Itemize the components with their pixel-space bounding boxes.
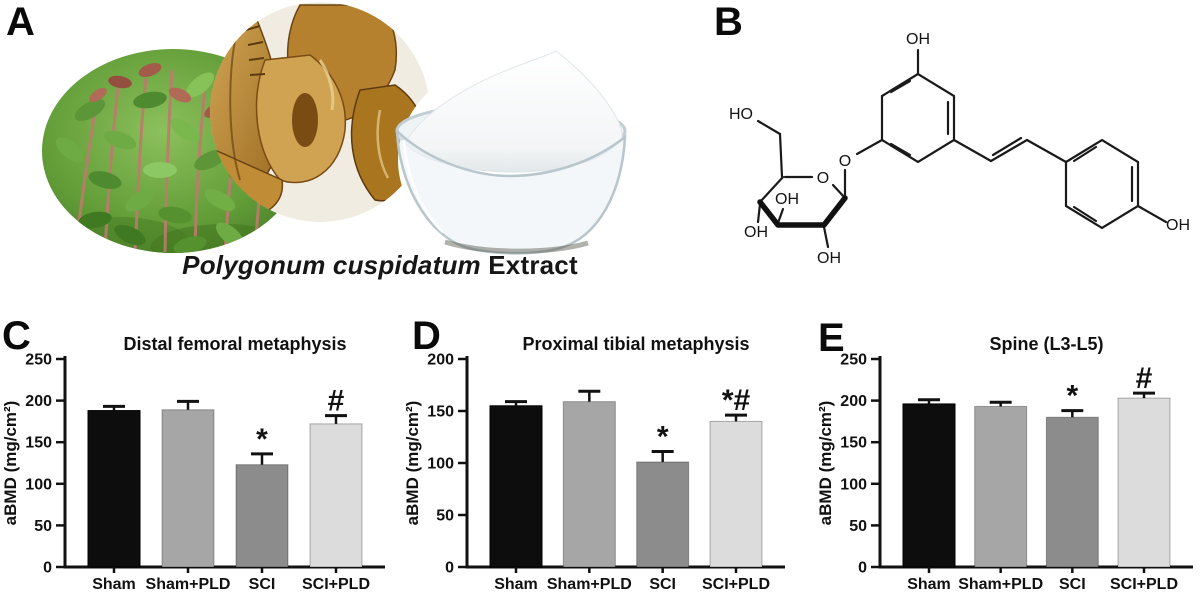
bar-sham xyxy=(902,403,956,568)
atom-labels: OH OH O O HO OH OH OH xyxy=(729,31,1190,267)
panel-label-a: A xyxy=(6,0,35,44)
y-tick-label: 0 xyxy=(858,560,867,577)
y-tick-label: 50 xyxy=(436,508,454,525)
y-tick-label: 200 xyxy=(840,393,867,410)
x-category-label: SCI+PLD xyxy=(702,576,770,593)
y-tick-label: 150 xyxy=(25,435,52,452)
x-category-label: Sham+PLD xyxy=(547,576,632,593)
caption-extract: Extract xyxy=(480,250,578,280)
bar-sci xyxy=(636,461,690,568)
x-category-label: SCI+PLD xyxy=(302,576,370,593)
chart-spine-l3-l5: 0 50 100 150 200 250 Spine (L3-L5) aBMD (mg/cm²… xyxy=(800,320,1200,595)
atom-oh-c3: OH xyxy=(775,191,799,208)
root-texture xyxy=(245,25,266,76)
x-category-label: Sham xyxy=(494,576,538,593)
y-tick-label: 200 xyxy=(427,352,454,369)
y-tick-label: 0 xyxy=(445,560,454,577)
species-name: Polygonum cuspidatum xyxy=(182,250,481,280)
chart-title: Distal femoral metaphysis xyxy=(123,334,346,354)
y-tick-label: 50 xyxy=(34,518,52,535)
atom-oh-c4: OH xyxy=(744,224,768,241)
bar-sham xyxy=(489,405,543,568)
y-tick-label: 0 xyxy=(43,560,52,577)
y-tick-label: 100 xyxy=(840,476,867,493)
molecule-structure: OH OH O O HO OH OH OH xyxy=(729,31,1190,267)
bar-sci xyxy=(235,464,289,568)
bonds xyxy=(756,48,1168,249)
significance-marker: * xyxy=(1066,380,1078,413)
bar-chart-svg: 0 50 100 150 200 250 Spine (L3-L5) aBMD (mg/cm²… xyxy=(816,334,1193,593)
sugar-wedge-bonds xyxy=(757,195,848,228)
y-tick-label: 250 xyxy=(840,352,867,369)
y-tick-label: 200 xyxy=(25,393,52,410)
chart-distal-femoral-metaphysis: 0 50 100 150 200 250 Distal femoral metaphysis… xyxy=(0,320,400,595)
significance-marker: * xyxy=(657,421,669,454)
atom-o-ring: O xyxy=(817,170,829,187)
x-category-label: SCI xyxy=(1059,576,1086,593)
bar-sham-pld xyxy=(161,409,215,568)
y-tick-label: 250 xyxy=(25,352,52,369)
dried-roots-photo xyxy=(210,2,430,222)
bar-sci xyxy=(1045,416,1099,568)
y-tick-label: 100 xyxy=(25,476,52,493)
x-category-label: SCI xyxy=(249,576,276,593)
atom-oh-top: OH xyxy=(906,31,930,48)
chart-title: Proximal tibial metaphysis xyxy=(522,334,749,354)
y-tick-label: 150 xyxy=(427,404,454,421)
significance-marker: *# xyxy=(722,384,751,417)
bar-sci-pld xyxy=(309,423,363,568)
bar-sham xyxy=(87,410,141,568)
atom-o-glycosidic: O xyxy=(839,153,851,170)
y-tick-label: 150 xyxy=(840,435,867,452)
atom-oh-c2: OH xyxy=(817,250,841,267)
significance-marker: * xyxy=(256,423,268,456)
y-tick-label: 100 xyxy=(427,456,454,473)
powder-mound xyxy=(404,50,623,173)
x-category-label: Sham xyxy=(92,576,136,593)
y-tick-label: 50 xyxy=(849,518,867,535)
atom-ho-glucose: HO xyxy=(729,106,753,123)
x-category-label: SCI+PLD xyxy=(1110,576,1178,593)
bar-sham-pld xyxy=(562,401,616,568)
significance-marker: # xyxy=(328,385,345,418)
bar-chart-svg: 0 50 100 150 200 Proximal tibial metaphysis aB… xyxy=(403,334,785,593)
panel-a-caption: Polygonum cuspidatum Extract xyxy=(150,250,610,281)
x-category-label: Sham+PLD xyxy=(958,576,1043,593)
significance-marker: # xyxy=(1136,362,1153,395)
bar-sci-pld xyxy=(709,420,763,568)
panel-label-b: B xyxy=(714,0,743,44)
x-category-label: SCI xyxy=(649,576,676,593)
bar-chart-svg: 0 50 100 150 200 250 Distal femoral metaphysis… xyxy=(1,334,385,593)
panel-label-d: D xyxy=(412,314,441,358)
y-axis-label: aBMD (mg/cm²) xyxy=(1,401,20,526)
bar-sci-pld xyxy=(1117,397,1171,568)
chart-title: Spine (L3-L5) xyxy=(989,334,1103,354)
chart-proximal-tibial-metaphysis: 0 50 100 150 200 Proximal tibial metaphysis aB… xyxy=(400,320,800,595)
panel-label-e: E xyxy=(818,316,845,360)
x-category-label: Sham xyxy=(907,576,951,593)
y-axis-label: aBMD (mg/cm²) xyxy=(816,401,835,526)
glass-dish xyxy=(395,127,627,255)
powder-dish-photo xyxy=(395,50,642,263)
y-axis-label: aBMD (mg/cm²) xyxy=(403,401,422,526)
panel-a-photo-collage xyxy=(42,2,642,263)
x-category-label: Sham+PLD xyxy=(146,576,231,593)
panel-label-c: C xyxy=(2,314,31,358)
bar-sham-pld xyxy=(974,405,1028,568)
atom-oh-right: OH xyxy=(1166,217,1190,234)
